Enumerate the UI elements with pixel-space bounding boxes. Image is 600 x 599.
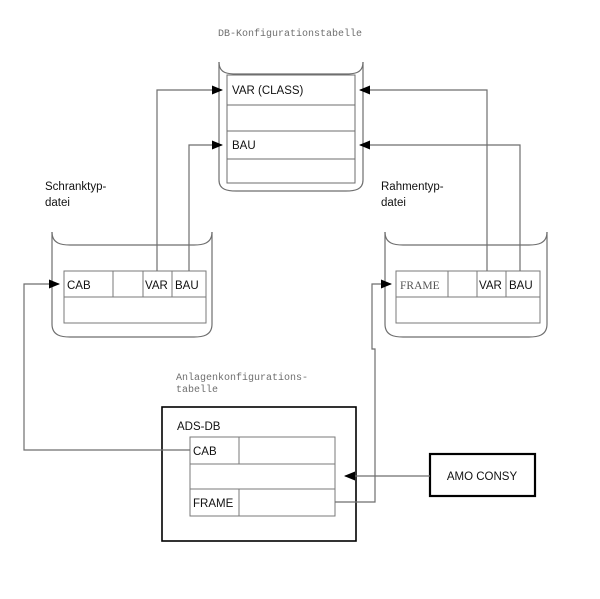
caption-plant-line1: Anlagenkonfigurations- <box>176 372 308 384</box>
amo-consy-label: AMO CONSY <box>447 471 518 483</box>
db-row-empty-1 <box>226 104 356 132</box>
db-row-empty-2 <box>226 158 356 184</box>
conn-cabfile-bau-to-db-bau <box>188 140 223 271</box>
framefile-label-var: VAR <box>479 280 502 292</box>
cabfile-label-var: VAR <box>145 280 168 292</box>
caption-framefile-line2: datei <box>381 197 406 209</box>
framefile-cell-blank <box>447 270 478 298</box>
cabfile-tray-body <box>51 232 213 338</box>
ads-label-cab: CAB <box>193 446 217 458</box>
schranktypdatei: CAB VAR BAU <box>51 231 213 338</box>
db-konfigurationstabelle: VAR (CLASS) BAU <box>218 61 364 192</box>
db-row-bau-label: BAU <box>232 140 256 152</box>
framefile-label-bau: BAU <box>509 280 533 292</box>
ads-row-frame-value <box>238 488 336 517</box>
rahmentypdatei: FRAME VAR BAU <box>384 231 548 338</box>
caption-cabfile-line1: Schranktyp- <box>45 181 107 193</box>
db-tray-top <box>218 61 364 75</box>
amo-consy-system: AMO CONSY <box>428 452 537 498</box>
ads-db-title: ADS-DB <box>177 421 221 433</box>
cabfile-cell-blank <box>112 270 144 298</box>
connection-lines <box>23 85 521 503</box>
conn-adsdb-frame-to-framefile <box>335 279 392 503</box>
cabfile-row2 <box>63 296 207 324</box>
ads-row-cab-value <box>238 436 336 465</box>
framefile-tray-body <box>384 232 548 338</box>
ads-label-frame: FRAME <box>193 498 234 510</box>
cabfile-label-cab: CAB <box>67 280 91 292</box>
db-row-bau <box>226 130 356 160</box>
framefile-row2 <box>395 296 541 324</box>
db-row-var-label: VAR (CLASS) <box>232 85 304 97</box>
caption-framefile-line1: Rahmentyp- <box>381 181 444 193</box>
caption-plant-line2: tabelle <box>176 384 218 396</box>
caption-db-table: DB-Konfigurationstabelle <box>218 28 362 40</box>
ads-db-outer-box <box>161 406 357 542</box>
cabfile-label-bau: BAU <box>175 280 199 292</box>
conn-adsdb-cab-to-cabfile <box>23 279 190 451</box>
cabfile-cell-cab <box>63 270 114 298</box>
anlagenkonfigurationstabelle: ADS-DB CAB FRAME <box>161 406 357 542</box>
conn-framefile-var-to-db-var <box>359 85 488 271</box>
conn-framefile-bau-to-db-bau <box>359 140 521 271</box>
db-tray-body <box>218 62 364 192</box>
cabfile-cell-var <box>142 270 173 298</box>
ads-row-middle <box>189 463 336 490</box>
framefile-cell-bau <box>505 270 541 298</box>
framefile-label-frame: FRAME <box>400 280 440 292</box>
cabfile-tray-top <box>51 231 213 246</box>
amo-consy-box <box>428 452 537 498</box>
framefile-tray-top <box>384 231 548 246</box>
conn-cabfile-var-to-db-var <box>156 85 223 271</box>
caption-cabfile-line2: datei <box>45 197 70 209</box>
